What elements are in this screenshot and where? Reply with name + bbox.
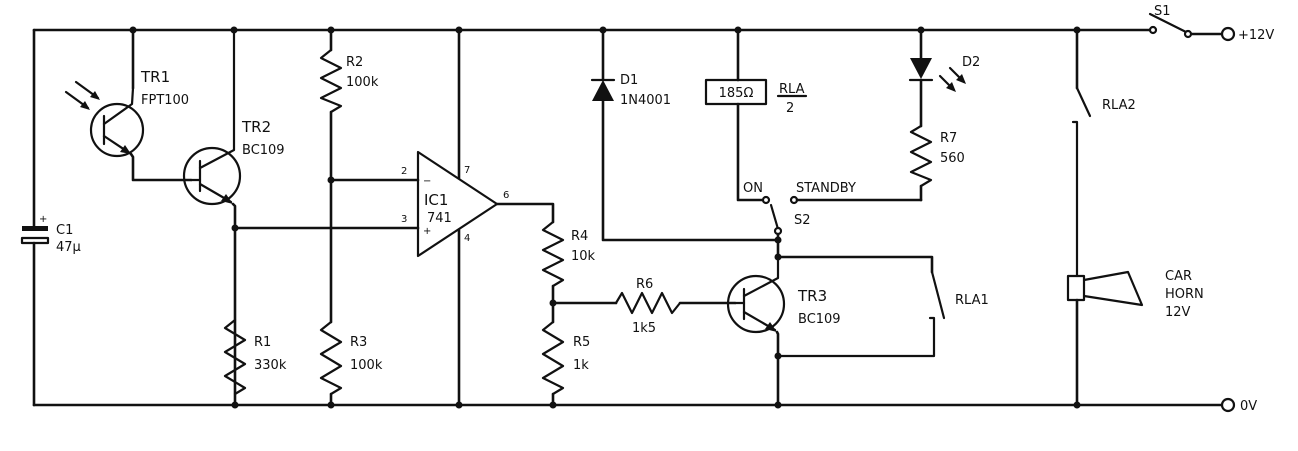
ic1-pin2-label: 2: [401, 166, 407, 177]
tr2-ref-label: TR2: [241, 118, 271, 136]
tr2-part-label: BC109: [242, 143, 285, 158]
s2-on-label: ON: [743, 181, 763, 196]
rla-coil-value-label: 185Ω: [719, 86, 754, 101]
resistor-r2: R2 100k: [319, 28, 379, 324]
relay-coil-rla: 185Ω RLA 2: [704, 28, 808, 202]
ic1-pin7-label: 7: [464, 165, 470, 176]
terminal-ground: 0V: [1220, 397, 1257, 414]
opamp-ic1: 2 3 6 7 4 − + IC1 741: [401, 28, 555, 407]
phototransistor-tr1: TR1 FPT100: [64, 28, 193, 182]
r1-value-label: 330k: [254, 358, 287, 373]
r5-value-label: 1k: [573, 358, 589, 373]
c1-polarity-mark: +: [39, 214, 47, 225]
ic1-pin6-label: 6: [503, 190, 509, 201]
r7-ref-label: R7: [940, 131, 957, 146]
r2-value-label: 100k: [346, 75, 379, 90]
resistor-r7: R7 560: [909, 124, 965, 202]
ic1-minus-sign: −: [423, 176, 431, 187]
tr3-ref-label: TR3: [797, 287, 827, 305]
horn-label-line2: HORN: [1165, 287, 1204, 302]
resistor-r5: R5 1k: [541, 320, 590, 407]
d2-ref-label: D2: [962, 55, 980, 70]
car-horn: CAR HORN 12V: [1066, 269, 1204, 407]
s2-standby-label: STANDBY: [796, 181, 856, 196]
transistor-tr3: TR3 BC109: [726, 255, 841, 407]
r7-value-label: 560: [940, 151, 965, 166]
r4-value-label: 10k: [571, 249, 596, 264]
relay-contact-rla2: RLA2: [1071, 28, 1136, 278]
horn-label-line1: CAR: [1165, 269, 1192, 284]
tr3-part-label: BC109: [798, 312, 841, 327]
rla2-ref-label: RLA2: [1102, 98, 1136, 113]
capacitor-c1: + C1 47µ: [20, 28, 81, 407]
r3-value-label: 100k: [350, 358, 383, 373]
c1-ref-label: C1: [56, 223, 73, 238]
terminal-ground-label: 0V: [1240, 399, 1257, 414]
transistor-tr2: TR2 BC109: [182, 28, 285, 407]
switch-s2: ON STANDBY S2: [743, 181, 923, 259]
ic1-ref-label: IC1: [424, 191, 448, 209]
ic1-plus-sign: +: [423, 226, 431, 237]
tr1-part-label: FPT100: [141, 93, 189, 108]
d1-ref-label: D1: [620, 73, 638, 88]
r1-ref-label: R1: [254, 335, 271, 350]
resistor-r1: R1 330k: [223, 318, 287, 396]
r6-value-label: 1k5: [632, 321, 656, 336]
r3-ref-label: R3: [350, 335, 367, 350]
resistor-r3: R3 100k: [319, 320, 383, 407]
led-d2: D2: [908, 28, 980, 128]
switch-s1: S1: [1148, 4, 1193, 39]
resistor-r4: R4 10k: [541, 220, 596, 324]
resistor-r6: R6 1k5: [551, 277, 737, 336]
r6-ref-label: R6: [636, 277, 653, 292]
c1-value-label: 47µ: [56, 240, 81, 255]
horn-label-line3: 12V: [1165, 305, 1191, 320]
ic1-pin4-label: 4: [464, 233, 470, 244]
ic1-part-label: 741: [427, 211, 452, 226]
r2-ref-label: R2: [346, 55, 363, 70]
rla-ref-label: RLA: [779, 82, 805, 97]
rla-contacts-label: 2: [786, 101, 794, 116]
s2-ref-label: S2: [794, 213, 811, 228]
rla1-ref-label: RLA1: [955, 293, 989, 308]
ic1-pin3-label: 3: [401, 214, 407, 225]
r4-ref-label: R4: [571, 229, 588, 244]
r5-ref-label: R5: [573, 335, 590, 350]
junction-dots: [129, 26, 1081, 409]
relay-contact-rla1: RLA1: [776, 255, 989, 358]
tr1-ref-label: TR1: [140, 68, 170, 86]
s1-ref-label: S1: [1154, 4, 1171, 19]
terminal-positive-label: +12V: [1238, 28, 1274, 43]
d1-part-label: 1N4001: [620, 93, 671, 108]
diode-d1: D1 1N4001: [590, 28, 780, 242]
terminal-positive: +12V: [1220, 26, 1274, 43]
positive-rail: [32, 28, 1224, 36]
